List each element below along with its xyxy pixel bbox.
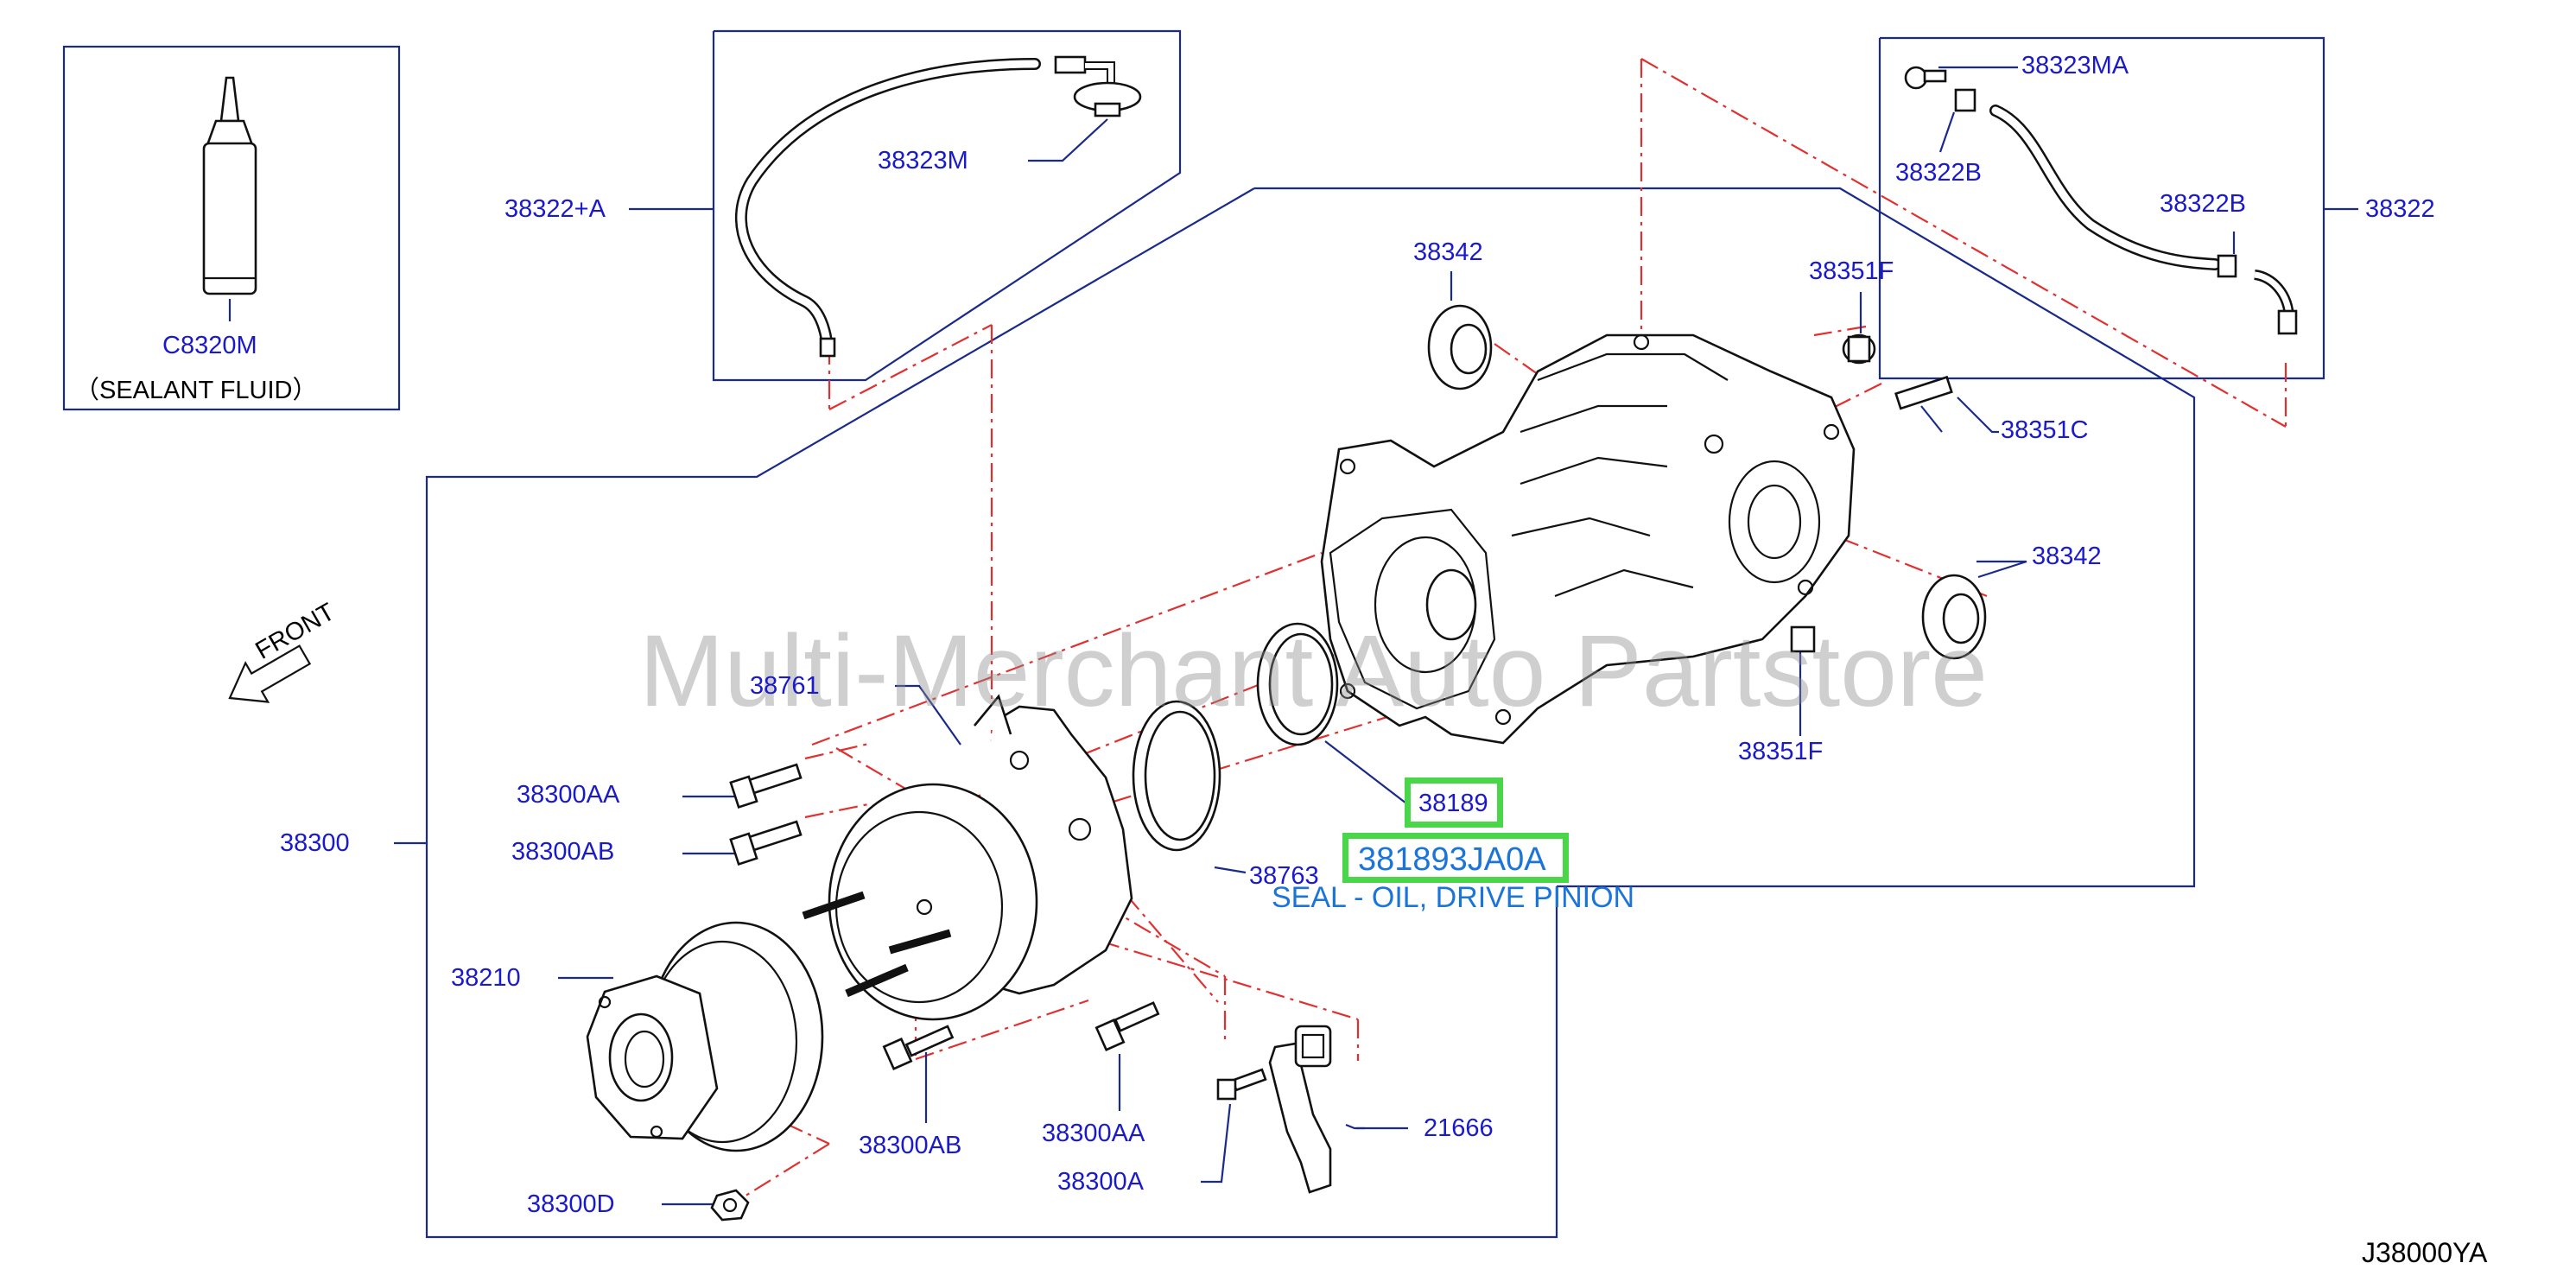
bushing-top-icon: [1842, 333, 1876, 365]
part-label-38322[interactable]: 38322: [2365, 195, 2435, 223]
sealant-fluid-description: （SEALANT FLUID）: [74, 377, 318, 404]
bolt-38300ab-bottom-icon: [882, 1025, 955, 1070]
part-label-38189-highlighted[interactable]: 38189: [1418, 790, 1488, 817]
part-label-38300[interactable]: 38300: [280, 829, 350, 857]
part-label-38323ma[interactable]: 38323MA: [2021, 52, 2129, 79]
part-label-38351f-bottom[interactable]: 38351F: [1738, 738, 1824, 765]
bolt-38300ab-top-icon: [729, 820, 803, 866]
o-ring-icon: [1132, 700, 1221, 852]
part-label-38300a[interactable]: 38300A: [1057, 1168, 1144, 1196]
part-label-21666[interactable]: 21666: [1424, 1114, 1494, 1142]
bolt-38300a-icon: [1216, 1068, 1267, 1101]
part-label-38300ab-bottom[interactable]: 38300AB: [859, 1132, 962, 1159]
part-label-c8320m[interactable]: C8320M: [162, 332, 257, 359]
side-oil-seal-top-icon: [1427, 304, 1493, 390]
nut-38300d-icon: [710, 1189, 750, 1222]
part-label-38300aa-top[interactable]: 38300AA: [517, 781, 620, 809]
part-label-38300ab-top[interactable]: 38300AB: [511, 838, 615, 866]
part-label-38351c[interactable]: 38351C: [2001, 416, 2089, 444]
bushing-bottom-icon: [1790, 625, 1816, 653]
highlighted-part-number[interactable]: 381893JA0A: [1358, 841, 1546, 878]
part-label-38342-right[interactable]: 38342: [2032, 543, 2102, 570]
carrier-box: [1254, 187, 2196, 888]
part-label-38322b-top[interactable]: 38322B: [1895, 159, 1982, 187]
breather-hose-left-icon: [734, 55, 1142, 358]
part-label-38342-top[interactable]: 38342: [1413, 238, 1483, 266]
drive-pinion-oil-seal-icon: [1256, 622, 1339, 746]
leader-lines: [228, 66, 2358, 1206]
sensor-bracket-icon: [1268, 1025, 1332, 1194]
highlight-box-part-number: [1342, 833, 1569, 883]
part-label-38322a[interactable]: 38322+A: [504, 195, 606, 223]
side-oil-seal-right-icon: [1921, 574, 1987, 660]
bolt-38300aa-top-icon: [729, 763, 803, 809]
part-label-38351f-top[interactable]: 38351F: [1809, 257, 1894, 285]
front-arrow-icon: [228, 644, 312, 703]
part-label-38323m[interactable]: 38323M: [878, 147, 968, 175]
highlight-box-38189: [1405, 777, 1503, 828]
breather-hose-right-icon: [1904, 66, 2298, 335]
drive-assembly-box: [425, 187, 1558, 1239]
differential-carrier-icon: [1320, 333, 1856, 745]
part-label-38300d[interactable]: 38300D: [527, 1190, 615, 1218]
sealant-box: [62, 45, 401, 411]
stud-bolt-icon: [1894, 375, 1953, 410]
part-label-38763[interactable]: 38763: [1249, 862, 1319, 890]
watermark: Multi-Merchant Auto Partstore: [639, 614, 1988, 728]
part-label-38300aa-bottom[interactable]: 38300AA: [1042, 1120, 1145, 1147]
highlighted-part-description: SEAL - OIL, DRIVE PINION: [1272, 881, 1635, 914]
sealant-tube-icon: [202, 76, 257, 295]
part-label-38761[interactable]: 38761: [750, 672, 820, 700]
breather-box-left: [712, 29, 1182, 382]
part-label-38210[interactable]: 38210: [451, 964, 521, 992]
diagram-code: J38000YA: [2362, 1237, 2488, 1268]
bolt-38300aa-bottom-icon: [1094, 1001, 1160, 1051]
part-label-38322b-right[interactable]: 38322B: [2160, 190, 2246, 218]
coupling-housing-icon: [802, 694, 1133, 1021]
companion-flange-icon: [586, 921, 824, 1152]
breather-box-right: [1878, 36, 2325, 380]
